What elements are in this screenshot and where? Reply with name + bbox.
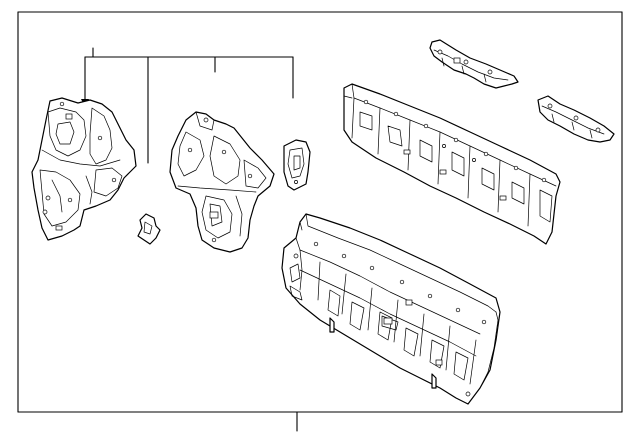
group-leader [81, 47, 294, 164]
rear-body-panel [281, 213, 501, 405]
upper-reinforcement-right [537, 95, 615, 143]
gusset-plate [283, 139, 311, 191]
upper-reinforcement-left [429, 39, 519, 89]
diagram-frame [17, 11, 623, 413]
small-bracket [137, 213, 161, 245]
right-quarter-inner-panel [169, 111, 275, 253]
left-quarter-inner-panel [31, 97, 137, 241]
rear-body-crossmember [343, 83, 561, 245]
